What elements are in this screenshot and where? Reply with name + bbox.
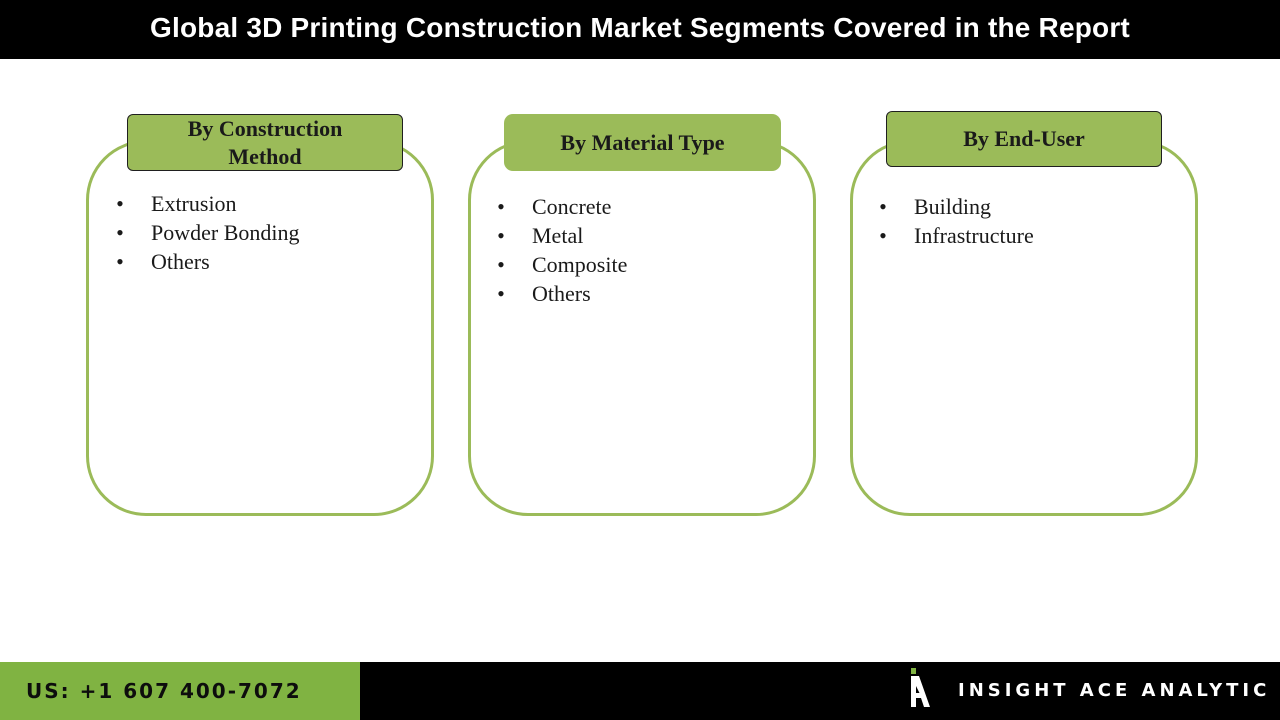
- bullet-icon: •: [879, 194, 887, 219]
- bullet-icon: •: [116, 220, 124, 245]
- list-item-label: Metal: [532, 223, 584, 248]
- segment-header-label: By Material Type: [560, 129, 725, 155]
- title-bar: Global 3D Printing Construction Market S…: [0, 0, 1280, 59]
- list-item-label: Concrete: [532, 194, 612, 219]
- list-item: • Others: [496, 279, 627, 308]
- list-item-label: Composite: [532, 252, 628, 277]
- segment-header-construction-method: By Construction Method: [127, 114, 403, 171]
- list-item-label: Infrastructure: [914, 223, 1034, 248]
- list-item: • Concrete: [496, 192, 627, 221]
- list-item: • Building: [878, 192, 1034, 221]
- segment-header-line2: Method: [228, 143, 302, 169]
- segment-list-construction-method: • Extrusion • Powder Bonding • Others: [115, 189, 300, 276]
- brand-name: INSIGHT ACE ANALYTIC: [958, 680, 1271, 701]
- footer-brand-band: INSIGHT ACE ANALYTIC: [360, 662, 1280, 720]
- list-item: • Metal: [496, 221, 627, 250]
- segment-header-line1: By Construction: [187, 115, 343, 141]
- list-item-label: Building: [914, 194, 992, 219]
- bullet-icon: •: [116, 249, 124, 274]
- segment-header-label: By End-User: [963, 126, 1085, 151]
- list-item: • Composite: [496, 250, 627, 279]
- list-item: • Others: [115, 247, 300, 276]
- list-item: • Powder Bonding: [115, 218, 300, 247]
- list-item-label: Others: [532, 281, 591, 306]
- bullet-icon: •: [497, 223, 505, 248]
- list-item: • Infrastructure: [878, 221, 1034, 250]
- bullet-icon: •: [879, 223, 887, 248]
- segment-list-material-type: • Concrete • Metal • Composite • Others: [496, 192, 627, 308]
- footer-phone-band: US: +1 607 400-7072: [0, 662, 360, 720]
- list-item-label: Powder Bonding: [151, 220, 300, 245]
- segment-header-material-type: By Material Type: [504, 114, 781, 171]
- segment-panel-material-type: [468, 140, 816, 516]
- list-item: • Extrusion: [115, 189, 300, 218]
- insight-ace-logo-icon: [911, 668, 930, 707]
- segment-panel-construction-method: [86, 140, 434, 516]
- segment-list-end-user: • Building • Infrastructure: [878, 192, 1034, 250]
- bullet-icon: •: [497, 194, 505, 219]
- bullet-icon: •: [497, 281, 505, 306]
- list-item-label: Extrusion: [151, 191, 237, 216]
- phone-number: US: +1 607 400-7072: [26, 679, 302, 703]
- segment-header-end-user: By End-User: [886, 111, 1162, 167]
- segment-panel-end-user: [850, 140, 1198, 516]
- bullet-icon: •: [497, 252, 505, 277]
- list-item-label: Others: [151, 249, 210, 274]
- page-title: Global 3D Printing Construction Market S…: [150, 11, 1130, 43]
- bullet-icon: •: [116, 191, 124, 216]
